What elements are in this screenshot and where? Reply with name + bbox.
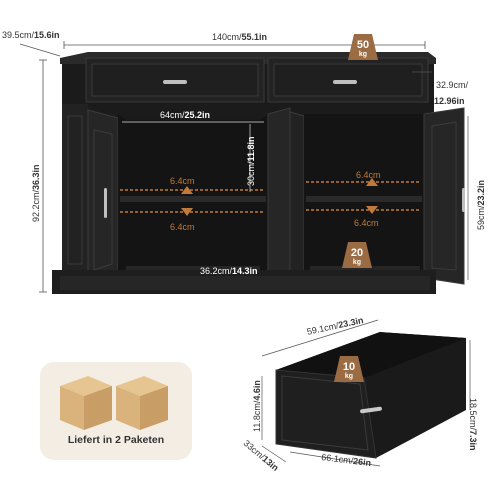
height-dimension: 92.2cm/36.3in	[31, 164, 41, 222]
depth-dimension: 39.5cm/15.6in	[2, 30, 60, 40]
top-weight-value: 50	[356, 39, 370, 51]
shelf-weight-value: 20	[350, 247, 364, 259]
drawer-height-right-dimension: 18.5cm/7.3in	[468, 398, 478, 451]
drawer-weight-badge: 10 kg	[334, 356, 364, 382]
shelf-depth-dimension: 36.2cm/14.3in	[200, 266, 258, 276]
drawer-depth-dimension-in: 12.96in	[434, 96, 465, 106]
drawer-handle-left	[163, 80, 187, 84]
drawer-depth-dimension: 32.9cm/	[436, 80, 469, 90]
shelf-gap-dimension: 30cm/11.8in	[246, 136, 256, 186]
top-weight-badge: 50 kg	[348, 34, 378, 60]
shipping-label: Liefert in 2 Paketen	[67, 434, 165, 446]
top-weight-unit: kg	[358, 51, 368, 58]
drawer-weight-value: 10	[342, 361, 356, 373]
shelf-adjust-label-4: 6.4cm	[354, 218, 379, 228]
shelf-adjust-label-1: 6.4cm	[170, 176, 195, 186]
drawer-height-left-dimension: 11.8cm/4.6in	[252, 380, 262, 432]
width-dimension: 140cm/55.1in	[212, 32, 268, 42]
shipping-info-panel: Liefert in 2 Paketen	[40, 362, 192, 460]
drawer-weight-unit: kg	[344, 373, 354, 380]
cabinet-height-dimension: 59cm/23.2in	[476, 179, 486, 230]
shelf-weight-unit: kg	[352, 259, 362, 266]
cabinet-width-dimension: 64cm/25.2in	[160, 110, 211, 120]
shelf-adjust-label-3: 6.4cm	[356, 170, 381, 180]
drawer-handle-right	[333, 80, 357, 84]
shelf-adjust-label-2: 6.4cm	[170, 222, 195, 232]
